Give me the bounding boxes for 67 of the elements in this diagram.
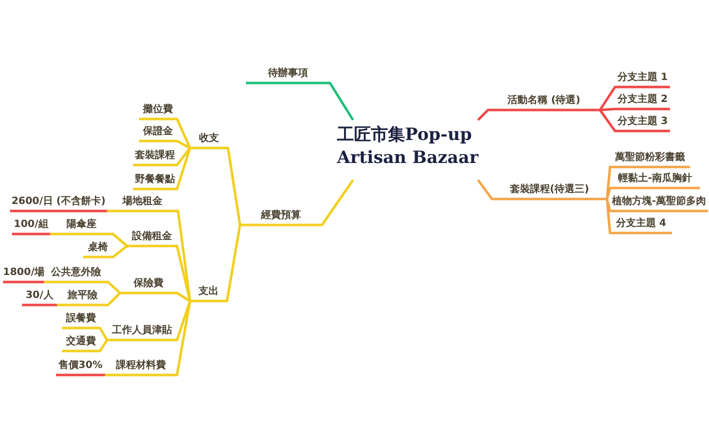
topic-label: 工作人員津貼	[107, 324, 177, 338]
topic-label: 陽傘座	[50, 218, 113, 232]
topic-label: 分支主題 3	[615, 115, 670, 129]
branch-line	[10, 210, 108, 212]
topic-label: 場地租金	[107, 195, 178, 209]
branch-line	[190, 224, 242, 302]
branch-line	[107, 300, 192, 342]
topic-label: 誤餐費	[62, 312, 100, 326]
branch-line	[598, 109, 670, 132]
topic-label: 收支	[190, 132, 228, 146]
topic-label: 2600/日 (不含餅卡)	[10, 195, 107, 209]
branch-line	[12, 232, 52, 236]
topic-label: 套裝課程	[133, 149, 177, 163]
topic-label: 交通費	[62, 335, 100, 349]
topic-label: 分支主題 2	[615, 93, 670, 107]
topic-label: 分支主題 1	[615, 71, 670, 85]
topic-label: 分支主題 4	[610, 217, 672, 231]
branch-line	[133, 147, 191, 166]
topic-label: 旅平險	[57, 289, 108, 303]
branch-line	[139, 118, 192, 148]
topic-label: 100/組	[12, 218, 50, 232]
branch-line	[139, 140, 191, 150]
branch-line	[105, 300, 192, 376]
branch-line	[606, 186, 700, 200]
topic-label: 30/人	[22, 289, 57, 303]
topic-label: 植物方塊-萬聖節多肉	[610, 195, 708, 209]
topic-label: 公共意外險	[44, 266, 108, 280]
topic-label: 保險費	[120, 277, 177, 291]
branch-line	[50, 232, 128, 247]
branch-line	[246, 82, 354, 121]
topic-label: 售價30%	[56, 359, 105, 373]
topic-label: 設備租金	[127, 230, 177, 244]
branch-line	[57, 292, 121, 306]
topic-label: 野餐餐點	[133, 173, 177, 187]
topic-label: 1800/場	[3, 266, 44, 280]
topic-label: 待辦事項	[246, 67, 330, 81]
central-topic: 工匠市集Pop-up Artisan Bazaar	[337, 124, 482, 170]
branch-line	[190, 146, 242, 226]
topic-label: 套裝課程(待選三)	[492, 183, 607, 197]
branch-line	[477, 108, 600, 121]
branch-line	[62, 326, 108, 341]
topic-label: 萬聖節粉彩書籤	[610, 151, 690, 165]
branch-line	[44, 280, 121, 294]
branch-line	[606, 198, 708, 212]
topic-label: 保證金	[139, 125, 177, 139]
branch-line	[600, 108, 670, 112]
branch-line	[107, 210, 192, 302]
topic-label: 桌椅	[83, 241, 113, 255]
branch-line	[22, 304, 58, 306]
topic-label: 課程材料費	[105, 359, 177, 373]
branch-line	[83, 245, 128, 258]
branch-line	[606, 198, 672, 234]
branch-line	[598, 86, 670, 111]
branch-line	[62, 339, 108, 352]
branch-line	[56, 374, 106, 376]
branch-line	[606, 166, 690, 200]
branch-line	[3, 280, 46, 284]
branch-line	[133, 148, 192, 190]
branch-line	[120, 292, 191, 302]
topic-label: 攤位費	[139, 103, 177, 117]
topic-label: 活動名稱 (待選)	[488, 94, 600, 108]
topic-label: 支出	[190, 285, 227, 299]
topic-label: 經費預算	[240, 209, 322, 223]
branch-line	[477, 179, 607, 200]
topic-label: 輕黏土-南瓜胸針	[610, 172, 700, 186]
branch-line	[240, 179, 354, 226]
branch-line	[127, 244, 192, 302]
